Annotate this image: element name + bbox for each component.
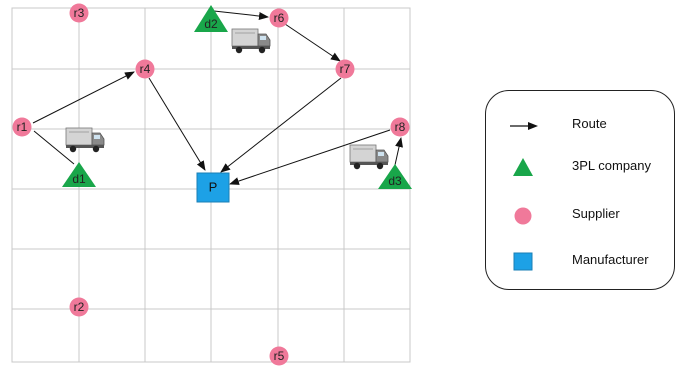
legend: Route 3PL company Supplier Manufacturer bbox=[485, 90, 675, 290]
supplier-r4: r4 bbox=[135, 59, 155, 79]
truck-icon bbox=[349, 144, 389, 170]
route-r6-r7 bbox=[284, 23, 341, 62]
legend-manufacturer: Manufacturer bbox=[486, 247, 674, 275]
legend-supplier-label: Supplier bbox=[572, 206, 620, 221]
route-r1-r4 bbox=[32, 71, 135, 124]
truck-icon bbox=[65, 127, 105, 153]
tpl-d1: d1 bbox=[62, 162, 96, 187]
truck-icon bbox=[231, 28, 271, 54]
legend-tpl: 3PL company bbox=[486, 153, 674, 181]
svg-text:r8: r8 bbox=[395, 120, 406, 134]
supplier-r5: r5 bbox=[269, 346, 289, 366]
route-d3-r8 bbox=[394, 137, 403, 166]
svg-text:d3: d3 bbox=[388, 174, 402, 188]
tpl-d2: d2 bbox=[194, 5, 228, 32]
supplier-r2: r2 bbox=[69, 297, 89, 317]
legend-route-label: Route bbox=[572, 116, 607, 131]
square-icon bbox=[513, 252, 533, 271]
supplier-r1: r1 bbox=[12, 117, 32, 137]
arrow-icon bbox=[510, 122, 538, 130]
supplier-r7: r7 bbox=[335, 59, 355, 79]
svg-text:r3: r3 bbox=[74, 6, 85, 20]
circle-icon bbox=[514, 207, 532, 225]
svg-text:r2: r2 bbox=[74, 300, 85, 314]
legend-tpl-label: 3PL company bbox=[572, 158, 652, 173]
supplier-r6: r6 bbox=[269, 8, 289, 28]
route-r7-p bbox=[220, 77, 342, 173]
route-r4-p bbox=[148, 77, 206, 171]
tpl-companies: d1 d2 d3 bbox=[62, 5, 412, 189]
route-d2-r6 bbox=[213, 10, 269, 20]
svg-text:r1: r1 bbox=[17, 120, 28, 134]
route-r8-p bbox=[229, 129, 391, 185]
svg-text:d2: d2 bbox=[204, 17, 218, 31]
svg-text:r6: r6 bbox=[274, 11, 285, 25]
legend-manufacturer-label: Manufacturer bbox=[572, 252, 649, 267]
tpl-d3: d3 bbox=[378, 164, 412, 189]
manufacturer-p: P bbox=[196, 172, 230, 203]
svg-text:r4: r4 bbox=[140, 62, 151, 76]
svg-text:r5: r5 bbox=[274, 349, 285, 363]
route-d1-r1 bbox=[33, 130, 75, 165]
legend-supplier: Supplier bbox=[486, 201, 674, 229]
svg-text:d1: d1 bbox=[72, 172, 86, 186]
routes bbox=[32, 10, 403, 185]
supplier-r3: r3 bbox=[69, 3, 89, 23]
supplier-r8: r8 bbox=[390, 117, 410, 137]
trucks bbox=[65, 28, 389, 170]
triangle-icon bbox=[513, 158, 533, 176]
svg-text:P: P bbox=[209, 180, 218, 195]
suppliers: r1 r2 r3 r4 r5 r6 r7 r8 bbox=[12, 3, 410, 366]
legend-route: Route bbox=[486, 111, 674, 139]
svg-text:r7: r7 bbox=[340, 62, 351, 76]
